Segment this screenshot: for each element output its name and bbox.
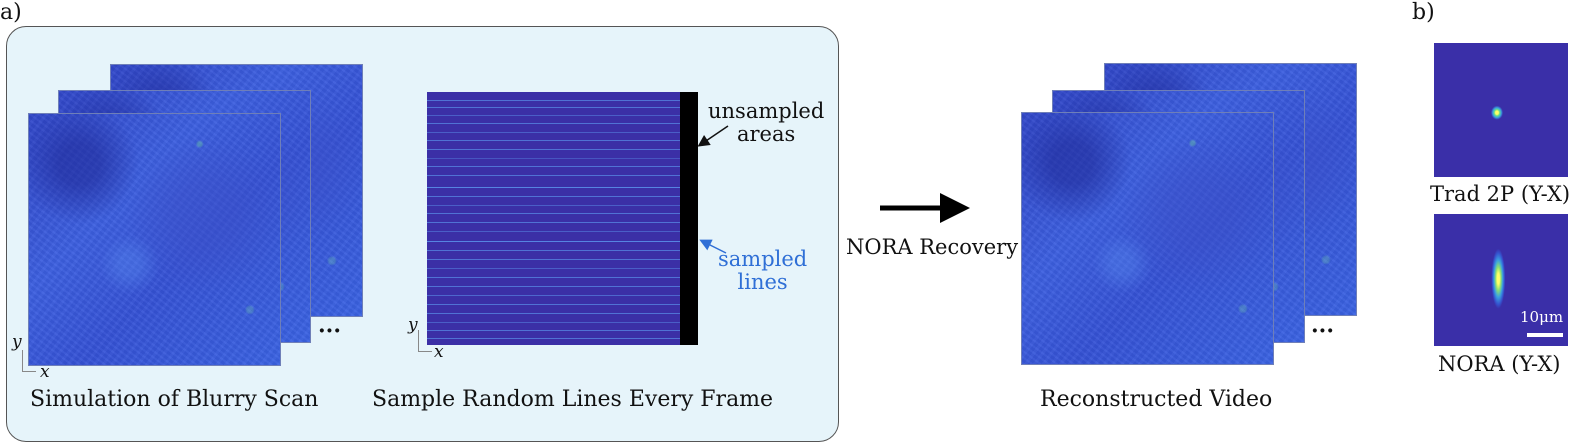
caption-reconstructed: Reconstructed Video	[1040, 387, 1273, 412]
panel-a-label: a)	[0, 0, 22, 25]
reconstructed-frame-front	[1021, 112, 1274, 365]
sampled-lines-image	[427, 92, 698, 345]
x-axis-line-left	[22, 371, 36, 372]
y-axis-label-middle: y	[408, 315, 418, 335]
caption-simulation: Simulation of Blurry Scan	[30, 387, 319, 412]
ellipsis-left: ···	[318, 318, 341, 344]
y-axis-label-left: y	[12, 332, 22, 352]
psf-trad-2p-image	[1434, 43, 1568, 177]
psf-nora-image	[1434, 214, 1568, 346]
x-axis-line-middle	[418, 351, 432, 352]
unsampled-area-bar	[680, 92, 698, 345]
y-axis-line-left	[22, 350, 23, 372]
unsampled-arrow	[697, 125, 729, 147]
caption-sampling: Sample Random Lines Every Frame	[372, 387, 774, 412]
panel-b-label: b)	[1412, 0, 1435, 25]
sampled-arrow	[699, 239, 727, 254]
scale-bar-label: 10μm	[1520, 308, 1564, 326]
caption-nora: NORA (Y-X)	[1438, 352, 1561, 376]
annotation-sampled: sampled lines	[718, 247, 808, 294]
ellipsis-right: ···	[1311, 318, 1334, 344]
caption-trad-2p: Trad 2P (Y-X)	[1430, 182, 1571, 206]
annotation-unsampled: unsampled areas	[708, 99, 825, 146]
scale-bar	[1527, 333, 1563, 337]
x-axis-label-left: x	[40, 362, 50, 382]
blurry-frame-front	[28, 113, 281, 366]
x-axis-label-middle: x	[434, 342, 444, 362]
y-axis-line-middle	[418, 330, 419, 352]
nora-recovery-label: NORA Recovery	[846, 235, 1019, 259]
